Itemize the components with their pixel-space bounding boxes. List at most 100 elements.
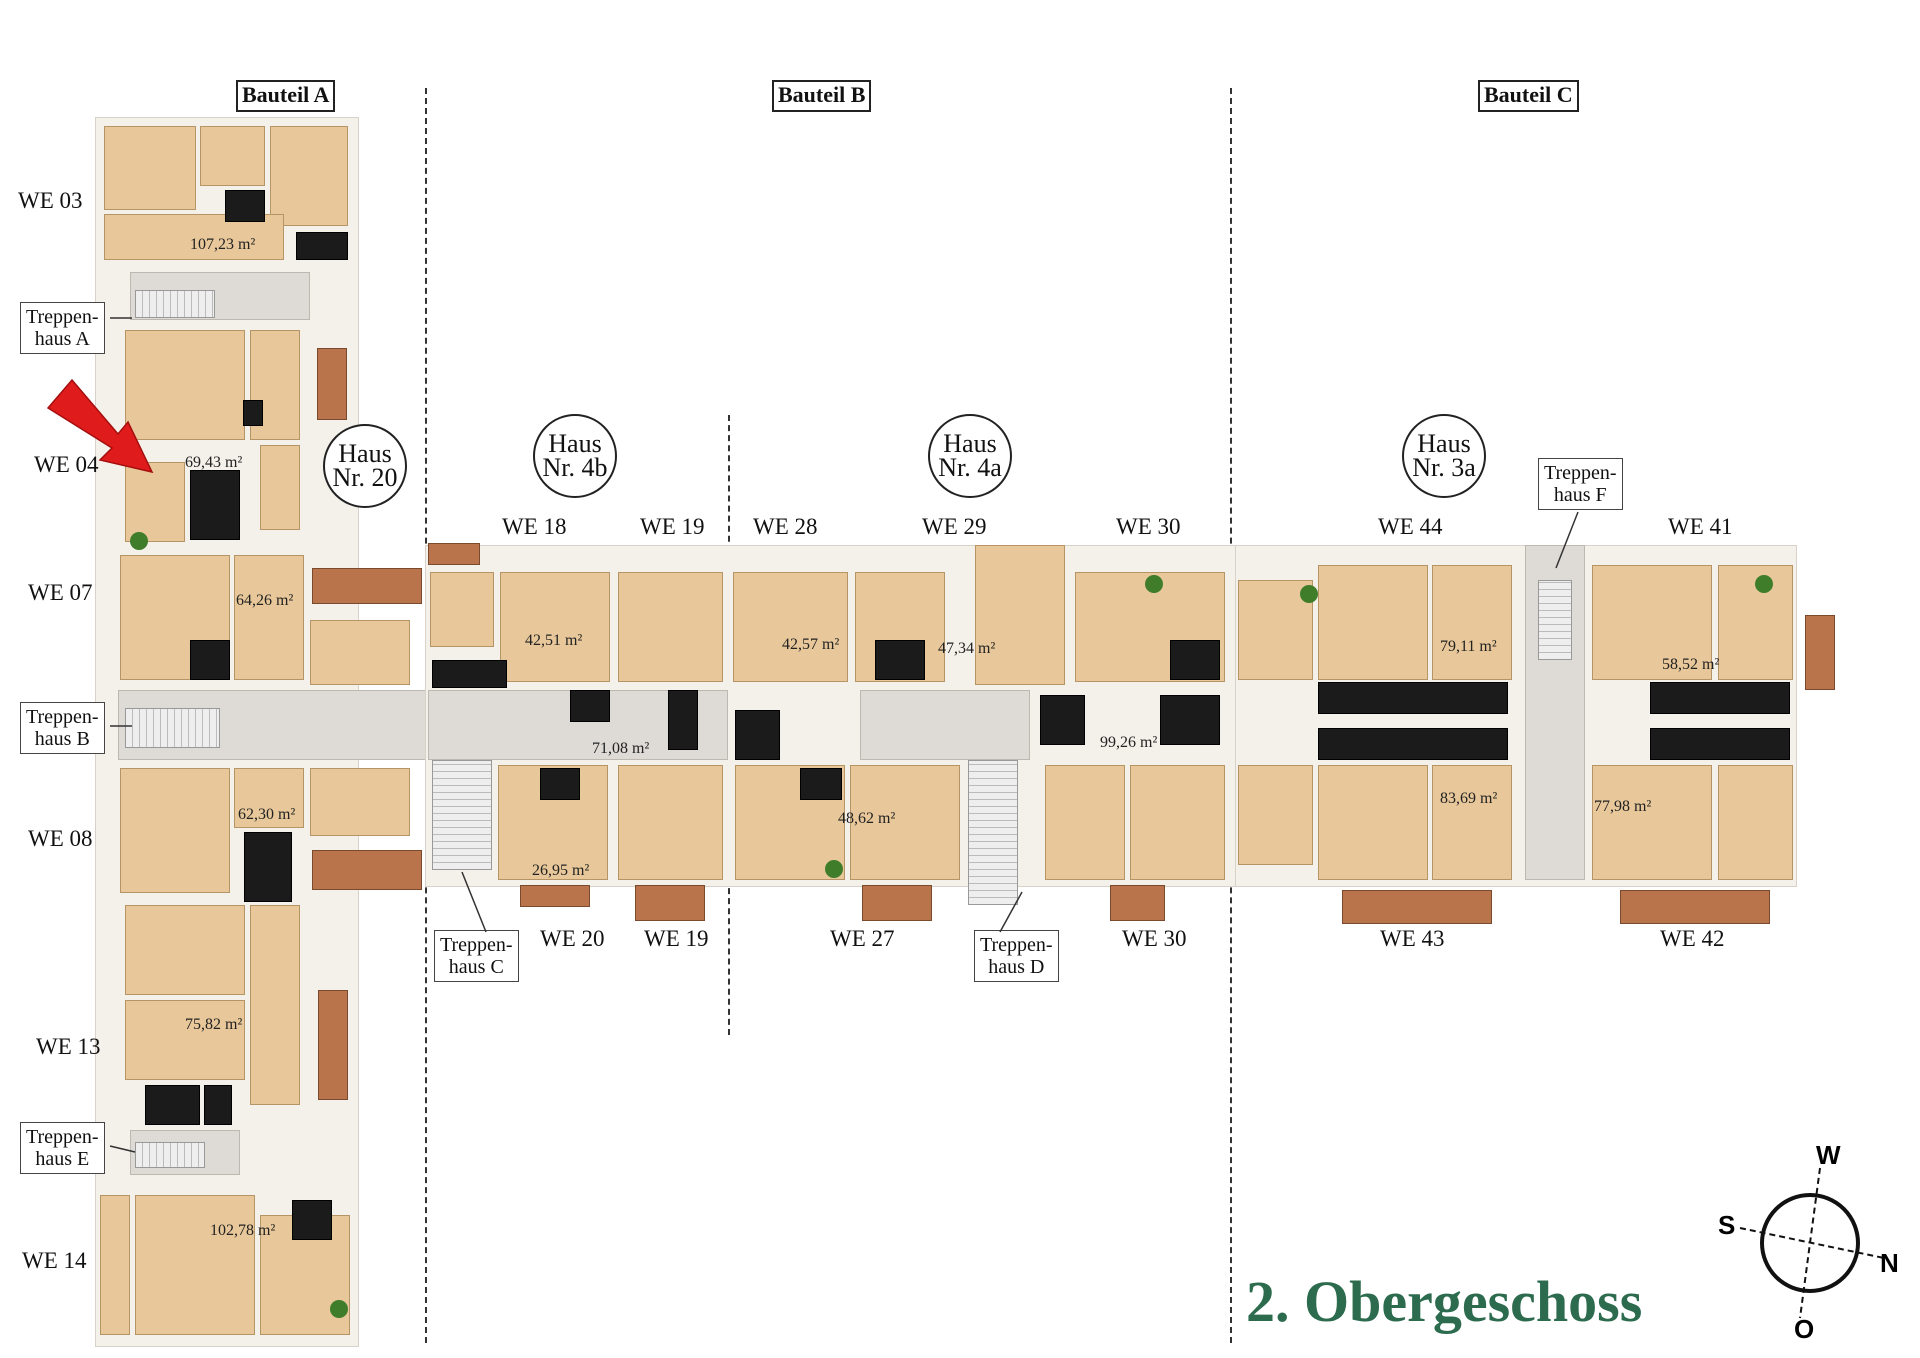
- room: [1592, 765, 1712, 880]
- area-we43: 83,69 m²: [1440, 790, 1498, 807]
- stairwell-line: haus B: [34, 728, 90, 750]
- unit-label-we28: WE 28: [753, 514, 818, 539]
- plant: [130, 532, 148, 550]
- storage: [570, 690, 610, 722]
- room: [120, 768, 230, 893]
- room: [975, 545, 1065, 685]
- balcony: [317, 348, 347, 420]
- stairwell-line: haus D: [988, 956, 1045, 978]
- bathroom: [432, 660, 507, 688]
- room: [1318, 765, 1428, 880]
- unit-label-we30-bottom: WE 30: [1122, 926, 1187, 951]
- bathroom: [1040, 695, 1085, 745]
- leader-line: [1555, 511, 1579, 569]
- storage: [204, 1085, 232, 1125]
- room: [310, 768, 410, 836]
- house-line: Haus: [943, 429, 997, 458]
- bathroom: [244, 832, 292, 902]
- stairs: [135, 1142, 205, 1168]
- room: [125, 1000, 245, 1080]
- area-we03: 107,23 m²: [190, 236, 256, 253]
- storage: [735, 710, 780, 760]
- unit-label-we41: WE 41: [1668, 514, 1733, 539]
- bathroom: [225, 190, 265, 222]
- room: [100, 1195, 130, 1335]
- plant: [1755, 575, 1773, 593]
- unit-label-we20: WE 20: [540, 926, 605, 951]
- bathroom: [540, 768, 580, 800]
- unit-label-we29: WE 29: [922, 514, 987, 539]
- stairwell-line: Treppen-: [440, 934, 513, 956]
- room: [104, 126, 196, 210]
- section-title-bauteil-b: Bauteil B: [772, 80, 872, 112]
- area-we08: 62,30 m²: [238, 806, 296, 823]
- room: [618, 765, 723, 880]
- bathroom: [1650, 728, 1790, 760]
- unit-label-we43: WE 43: [1380, 926, 1445, 951]
- stairwell-line: haus C: [448, 956, 504, 978]
- compass-ring: [1760, 1193, 1860, 1293]
- room: [1432, 765, 1512, 880]
- storage: [243, 400, 263, 426]
- area-we29: 47,34 m²: [938, 640, 996, 657]
- room: [1238, 765, 1313, 865]
- bathroom: [800, 768, 842, 800]
- bathroom: [190, 640, 230, 680]
- area-we30: 99,26 m²: [1100, 734, 1158, 751]
- area-we20: 26,95 m²: [532, 862, 590, 879]
- house-line: Nr. 4a: [938, 453, 1002, 482]
- compass-icon: W S N O: [1718, 1140, 1899, 1340]
- leader-line: [461, 871, 487, 933]
- room: [310, 620, 410, 685]
- house-circle-nr-20: Haus Nr. 20: [323, 424, 407, 508]
- stairwell-line: Treppen-: [26, 306, 99, 328]
- room: [1718, 765, 1793, 880]
- unit-label-we18: WE 18: [502, 514, 567, 539]
- stairwell-label-c: Treppen- haus C: [434, 930, 519, 982]
- house-circle-nr-3a: Haus Nr. 3a: [1402, 414, 1486, 498]
- area-we41: 58,52 m²: [1662, 656, 1720, 673]
- balcony: [1110, 885, 1165, 921]
- stairs: [125, 708, 220, 748]
- house-line: Haus: [548, 429, 602, 458]
- leader-line: [999, 891, 1023, 933]
- unit-label-we14: WE 14: [22, 1248, 87, 1273]
- balcony: [428, 543, 480, 565]
- stairwell-label-e: Treppen- haus E: [20, 1122, 105, 1174]
- house-circle-nr-4b: Haus Nr. 4b: [533, 414, 617, 498]
- room: [430, 572, 494, 647]
- balcony: [1805, 615, 1835, 690]
- floor-title: 2. Obergeschoss: [1246, 1269, 1643, 1334]
- unit-label-we44: WE 44: [1378, 514, 1443, 539]
- house-line: Haus: [338, 439, 392, 468]
- house-line: Nr. 3a: [1412, 453, 1476, 482]
- balcony: [318, 990, 348, 1100]
- room: [1130, 765, 1225, 880]
- room: [733, 572, 848, 682]
- area-we14: 102,78 m²: [210, 1222, 276, 1239]
- stairwell-line: haus A: [34, 328, 90, 350]
- section-title-bauteil-a: Bauteil A: [236, 80, 336, 112]
- house-line: Nr. 4b: [542, 453, 608, 482]
- bathroom: [875, 640, 925, 680]
- compass-axis-sn: [1739, 1227, 1885, 1259]
- plant: [1145, 575, 1163, 593]
- unit-label-we03: WE 03: [18, 188, 83, 213]
- plant: [1300, 585, 1318, 603]
- balcony: [312, 568, 422, 604]
- red-arrow-icon: [46, 378, 154, 474]
- bathroom: [1650, 682, 1790, 714]
- room: [260, 445, 300, 530]
- room: [234, 555, 304, 680]
- corridor: [860, 690, 1030, 760]
- stairs: [432, 760, 492, 870]
- room: [270, 126, 348, 226]
- stairwell-label-d: Treppen- haus D: [974, 930, 1059, 982]
- compass-label-bottom: O: [1794, 1314, 1814, 1340]
- unit-label-we30-top: WE 30: [1116, 514, 1181, 539]
- bathroom: [1160, 695, 1220, 745]
- balcony: [862, 885, 932, 921]
- balcony: [1620, 890, 1770, 924]
- stairwell-label-a: Treppen- haus A: [20, 302, 105, 354]
